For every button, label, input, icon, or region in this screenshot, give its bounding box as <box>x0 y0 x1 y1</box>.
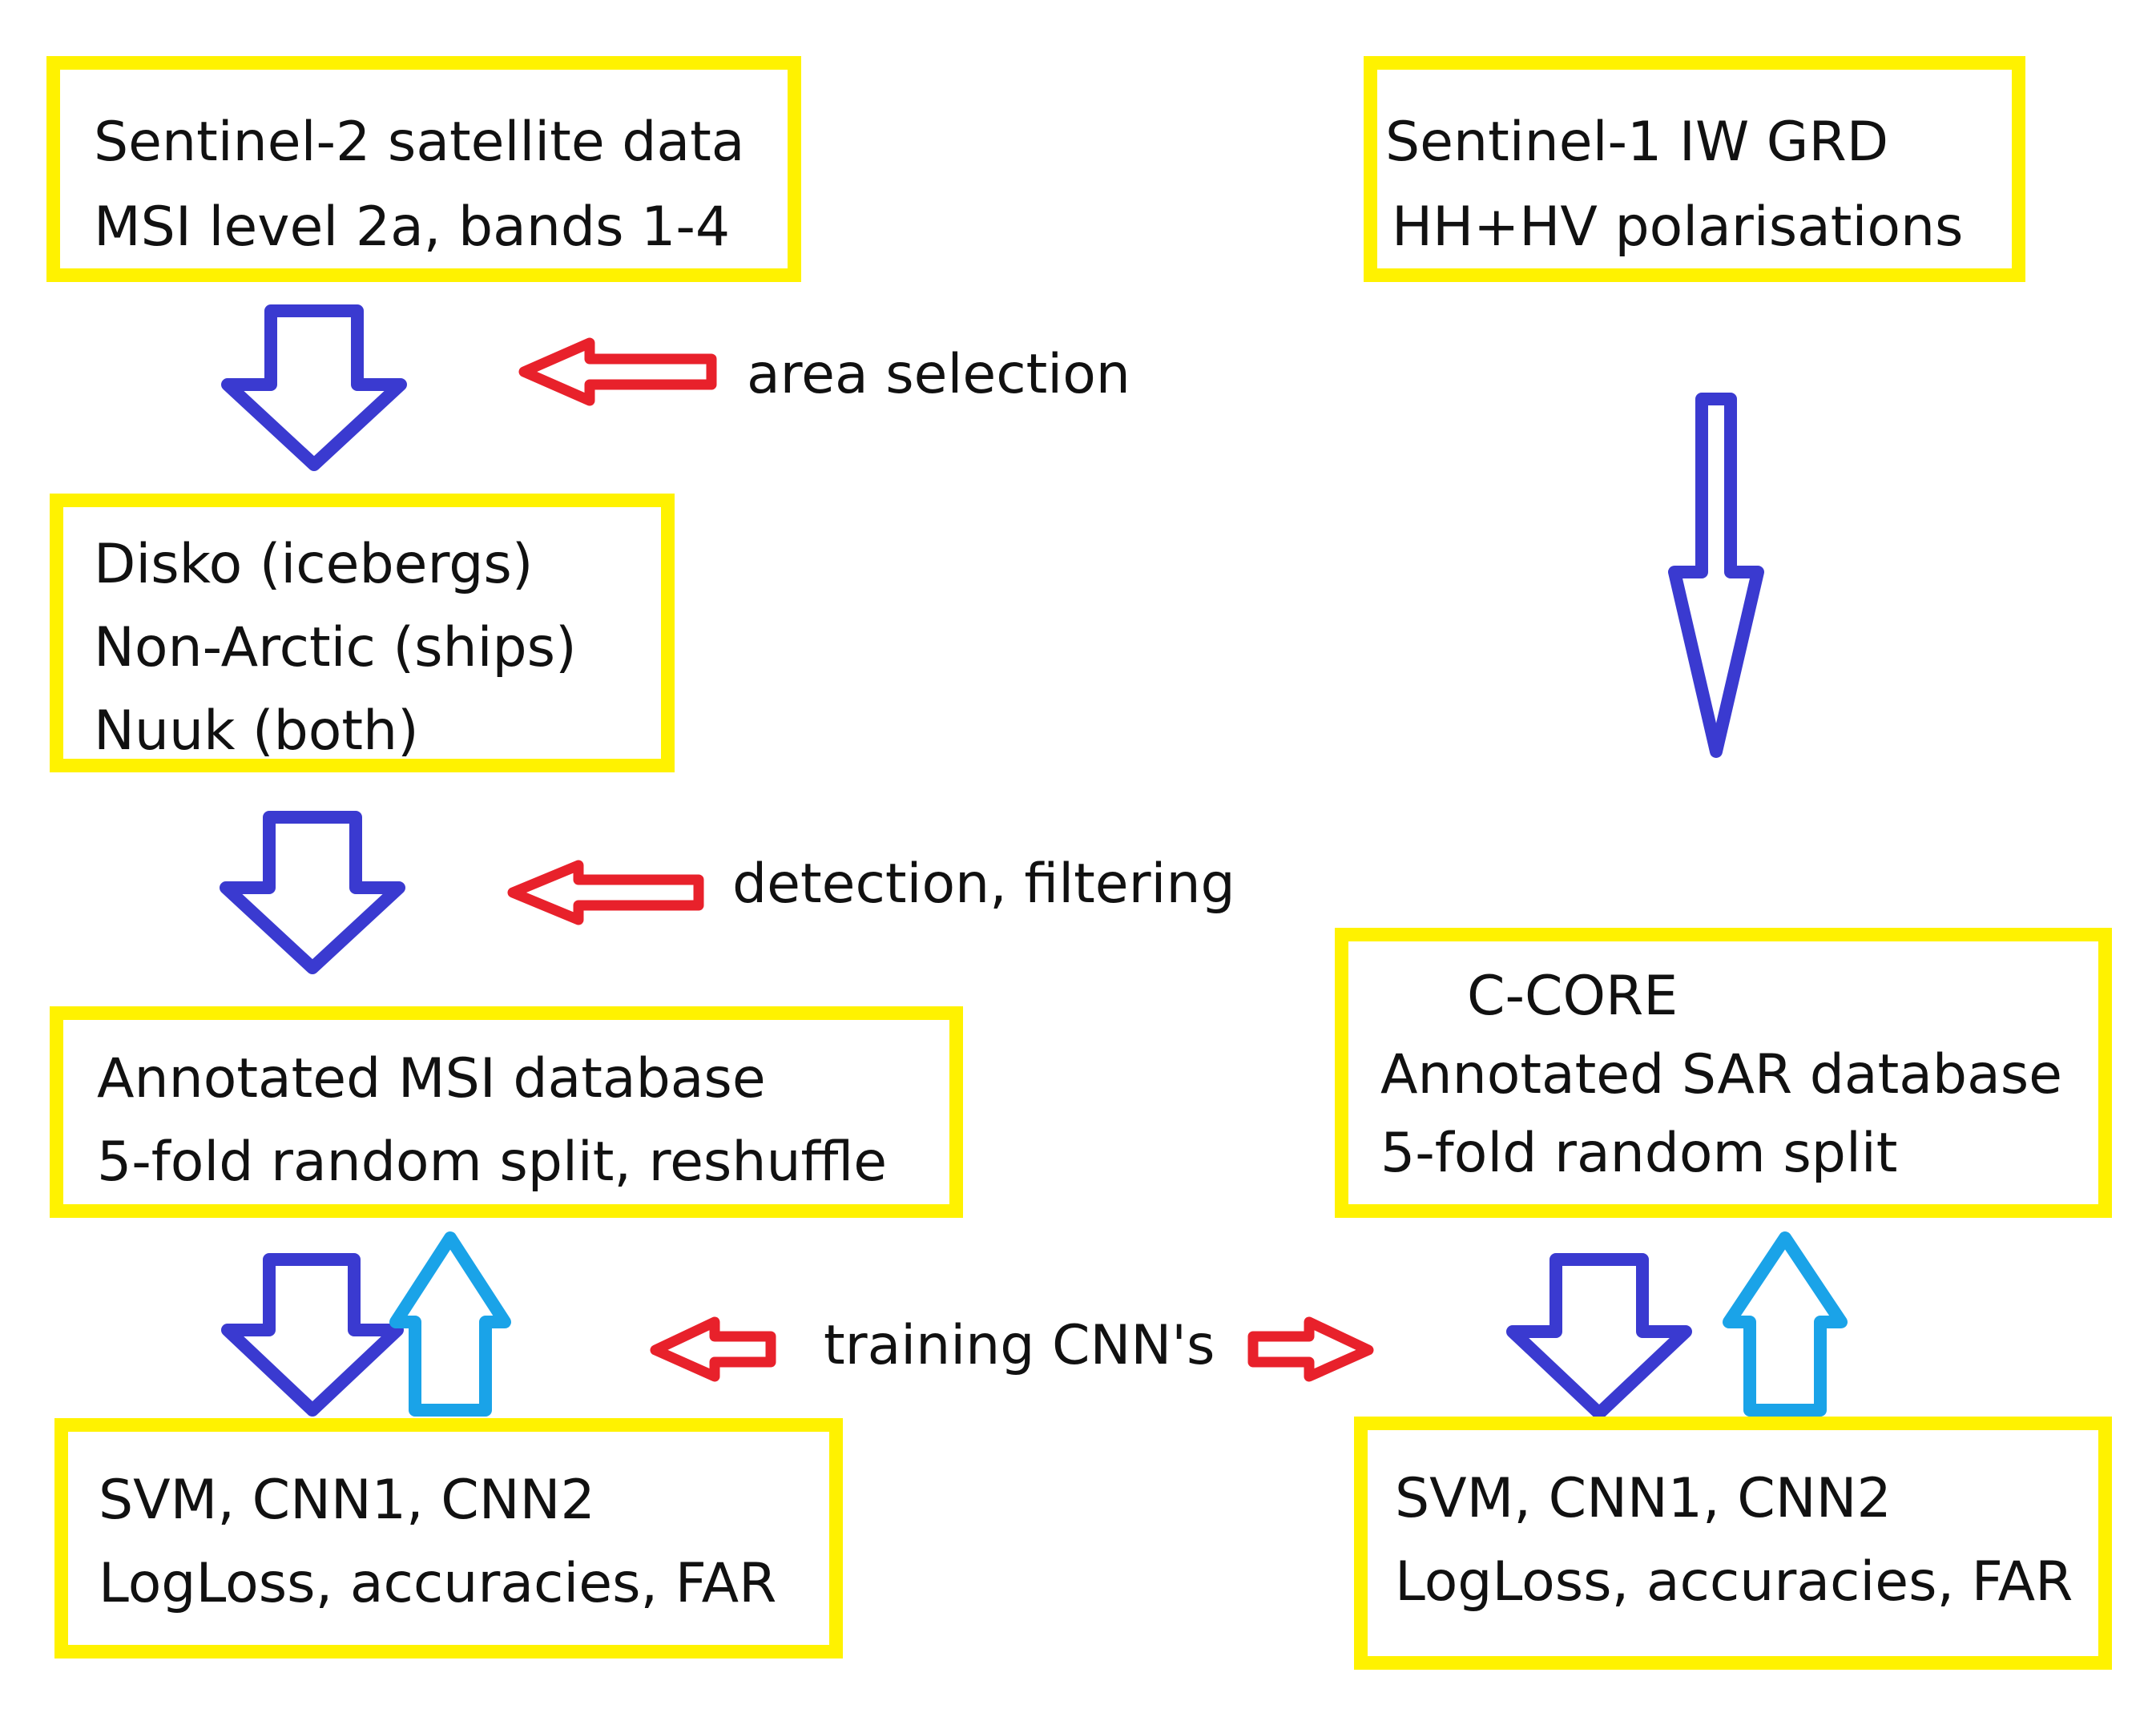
box-line: Non-Arctic (ships) <box>94 616 577 679</box>
box-sentinel-2: Sentinel-2 satellite data MSI level 2a, … <box>46 56 801 282</box>
process-arrow-detection-filtering <box>507 860 704 925</box>
box-line: Annotated MSI database <box>97 1047 766 1110</box>
box-line: 5-fold random split <box>1380 1122 1898 1185</box>
box-sentinel-1: Sentinel-1 IW GRD HH+HV polarisations <box>1364 56 2025 282</box>
box-line: SVM, CNN1, CNN2 <box>99 1469 595 1532</box>
down-arrow-s2-to-areas <box>221 304 407 471</box>
box-line: C-CORE <box>1467 965 1678 1028</box>
box-line: LogLoss, accuracies, FAR <box>99 1552 777 1615</box>
box-line: Sentinel-1 IW GRD <box>1385 111 1889 174</box>
down-arrow-areas-to-msi-db <box>220 811 405 974</box>
box-line: SVM, CNN1, CNN2 <box>1395 1467 1892 1530</box>
box-areas: Disko (icebergs) Non-Arctic (ships) Nuuk… <box>50 494 675 772</box>
down-arrow-msi-db-to-models <box>221 1253 404 1417</box>
label-detection-filtering: detection, filtering <box>732 852 1235 916</box>
box-line: Annotated SAR database <box>1380 1043 2062 1106</box>
down-arrow-sar-db-to-models <box>1506 1253 1692 1420</box>
box-line: Sentinel-2 satellite data <box>94 111 745 174</box>
box-line: Nuuk (both) <box>94 699 419 763</box>
box-line: Disko (icebergs) <box>94 533 534 596</box>
box-line: MSI level 2a, bands 1-4 <box>94 195 731 259</box>
up-arrow-models-to-msi-db <box>389 1231 511 1417</box>
label-training: training CNN's <box>824 1314 1215 1377</box>
label-area-selection: area selection <box>747 343 1130 406</box>
up-arrow-sar-models-to-sar-db <box>1723 1231 1848 1417</box>
box-sar-database: C-CORE Annotated SAR database 5-fold ran… <box>1335 928 2112 1218</box>
process-arrow-training-right <box>1247 1316 1374 1382</box>
box-line: 5-fold random split, reshuffle <box>97 1131 888 1194</box>
process-arrow-training-left <box>650 1316 776 1382</box>
box-line: LogLoss, accuracies, FAR <box>1395 1550 2073 1614</box>
box-line: HH+HV polarisations <box>1392 195 1964 259</box>
box-msi-database: Annotated MSI database 5-fold random spl… <box>50 1006 963 1218</box>
box-sar-models: SVM, CNN1, CNN2 LogLoss, accuracies, FAR <box>1354 1417 2112 1670</box>
box-msi-models: SVM, CNN1, CNN2 LogLoss, accuracies, FAR <box>54 1418 843 1658</box>
process-arrow-area-selection <box>518 337 717 406</box>
down-arrow-s1-to-sar-db <box>1668 393 1764 758</box>
